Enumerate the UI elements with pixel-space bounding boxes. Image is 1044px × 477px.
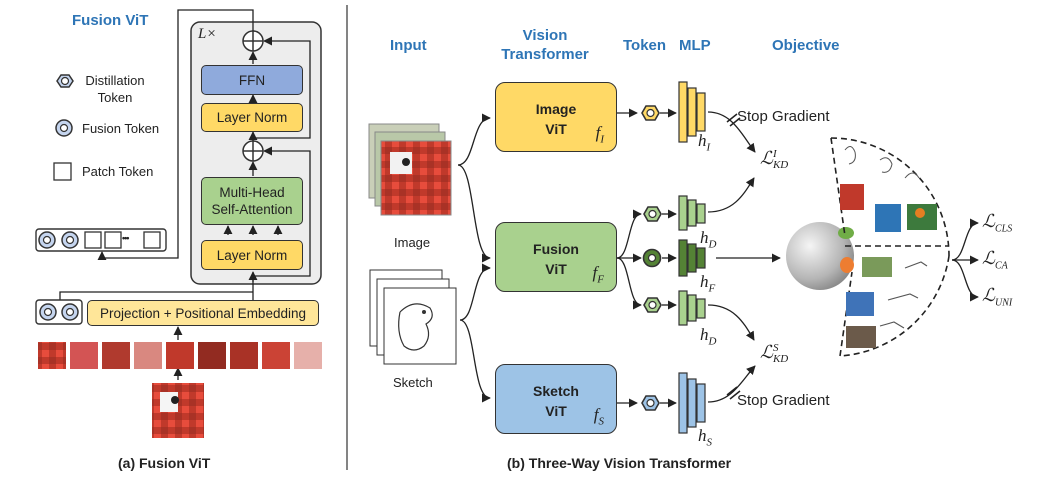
header-input: Input <box>390 37 427 54</box>
sketch-sector-thumbnails <box>846 257 928 348</box>
layer-norm-top-block: Layer Norm <box>201 103 303 132</box>
legend-fusion-label: Fusion Token <box>82 121 160 136</box>
header-objective: Objective <box>772 37 840 54</box>
sketch-vit-fn: fS <box>593 404 604 427</box>
fusion-vit-title: Fusion ViT <box>72 12 149 29</box>
mlp-fusion-mid-stack <box>678 239 706 277</box>
mhsa-block: Multi-Head Self-Attention <box>201 177 303 225</box>
header-mlp: MLP <box>679 37 711 54</box>
mlp-fusion-top-stack <box>678 195 706 231</box>
layer-norm-bottom-block: Layer Norm <box>201 240 303 270</box>
image-vit-box: Image ViT fI <box>495 82 617 152</box>
patch-token-icon <box>53 162 72 181</box>
header-token: Token <box>623 37 667 54</box>
h-d-top-label: hD <box>700 228 717 251</box>
image-sector-arc <box>830 137 950 257</box>
mlp-image-stack <box>678 81 706 143</box>
sketch-distill-token-icon <box>641 395 660 411</box>
fusion-vit-fn: fF <box>592 262 604 285</box>
image-sector-thumbnails <box>840 146 937 232</box>
sketch-vit-box: Sketch ViT fS <box>495 364 617 434</box>
fusion-distill-token-bottom-icon <box>643 297 662 313</box>
input-sketch-stack <box>369 269 457 365</box>
image-vit-label: Image ViT <box>535 101 577 137</box>
fusion-distill-token-top-icon <box>643 206 662 222</box>
sketch-sector-arc <box>839 255 950 357</box>
loss-uni-label: ℒUNI <box>982 285 1013 309</box>
mlp-fusion-bottom-stack <box>678 290 706 326</box>
fusion-vit-box: Fusion ViT fF <box>495 222 617 292</box>
image-input-label: Image <box>394 235 431 250</box>
h-i-label: hI <box>698 131 711 154</box>
stop-gradient-bottom-label: Stop Gradient <box>737 392 830 409</box>
caption-a: (a) Fusion ViT <box>118 455 211 471</box>
mlp-sketch-stack <box>678 372 706 434</box>
h-d-bottom-label: hD <box>700 325 717 348</box>
fusion-token-icon-mid <box>642 248 662 268</box>
ellipsis-text: ••• <box>122 233 130 243</box>
image-distill-token-icon <box>641 105 660 121</box>
repeat-label: L× <box>198 26 217 42</box>
ffn-block: FFN <box>201 65 303 95</box>
sketch-vit-label: Sketch ViT <box>533 383 579 419</box>
image-patch-strip <box>38 342 322 369</box>
loss-ca-label: ℒCA <box>982 248 1008 272</box>
image-vit-fn: fI <box>595 122 604 145</box>
projection-embedding-block: Projection + Positional Embedding <box>87 300 319 326</box>
embedding-sphere-icon <box>786 222 854 290</box>
loss-cls-label: ℒCLS <box>982 211 1013 235</box>
legend-patch-label: Patch Token <box>82 164 154 179</box>
legend-distillation-label: Distillation Token <box>85 73 145 105</box>
fusion-vit-label: Fusion ViT <box>533 241 579 277</box>
h-f-label: hF <box>700 272 716 295</box>
header-vision-transformer: Vision Transformer <box>501 27 589 63</box>
stop-gradient-top-label: Stop Gradient <box>737 108 830 125</box>
caption-b: (b) Three-Way Vision Transformer <box>507 455 732 471</box>
input-image-stack <box>368 123 452 216</box>
h-s-label: hS <box>698 426 712 449</box>
sketch-input-label: Sketch <box>393 375 433 390</box>
